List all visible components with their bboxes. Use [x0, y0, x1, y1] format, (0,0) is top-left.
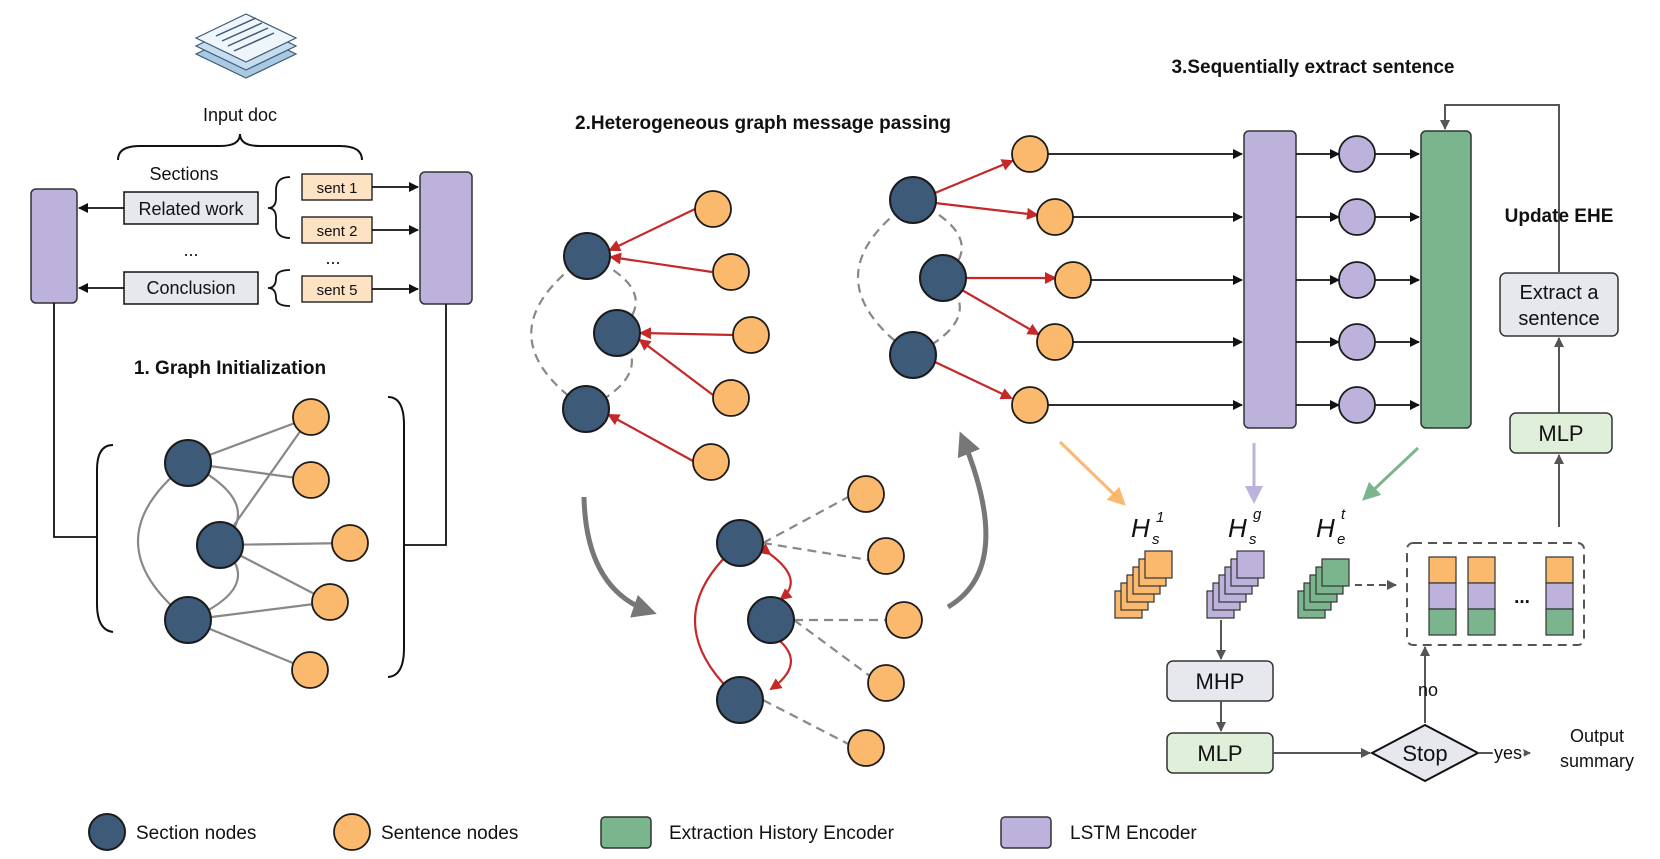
svg-text:H: H: [1316, 513, 1335, 543]
related-work-box: [123, 191, 259, 225]
input-brace: [117, 133, 363, 161]
document-icon: [194, 13, 298, 79]
legend-lstm: LSTM Encoder: [1070, 823, 1197, 844]
sections-label: Sections: [149, 164, 218, 184]
h-s1-stack: [1114, 550, 1173, 619]
conclusion-label: Conclusion: [146, 278, 235, 298]
stage2a-sentence-nodes: [692, 190, 770, 481]
legend-section-nodes: Section nodes: [136, 823, 256, 844]
svg-text:s: s: [1249, 531, 1257, 548]
svg-text:H: H: [1228, 513, 1247, 543]
svg-text:1: 1: [1156, 509, 1164, 526]
concat-column-2: [1467, 556, 1496, 636]
mhp-label: MHP: [1196, 669, 1245, 694]
stage-3-title: 3.Sequentially extract sentence: [1171, 57, 1454, 78]
stage3-lstm-encoder: [1243, 130, 1297, 429]
h-et-label: H e t: [1316, 506, 1346, 548]
svg-text:g: g: [1253, 506, 1262, 523]
stage-1-title: 1. Graph Initialization: [134, 358, 326, 379]
legend-section-node-icon: [88, 813, 126, 851]
stage1-sentence-nodes: [291, 398, 369, 689]
ellipsis-sentences: ...: [325, 248, 340, 268]
extract-label-line1: Extract a: [1520, 282, 1600, 304]
concat-column-3: [1545, 556, 1574, 636]
svg-text:e: e: [1337, 531, 1345, 548]
right-lstm-encoder: [419, 171, 473, 305]
related-work-label: Related work: [138, 199, 244, 219]
h-sg-label: H s g: [1228, 506, 1262, 548]
stage-2-title: 2.Heterogeneous graph message passing: [575, 113, 951, 134]
sent-1-label: sent 1: [317, 180, 358, 197]
stage2c-section-nodes: [889, 176, 967, 379]
svg-text:s: s: [1152, 531, 1160, 548]
concat-ellipsis: ...: [1514, 587, 1530, 608]
mlp-right-box: [1509, 412, 1613, 454]
update-ehe-label: Update EHE: [1505, 206, 1614, 227]
extract-sentence-box: [1499, 272, 1619, 337]
stage2a-section-nodes: [562, 232, 641, 433]
left-lstm-encoder: [30, 188, 78, 304]
extract-label-line2: sentence: [1518, 308, 1599, 330]
conclusion-box: [123, 271, 259, 305]
legend-ehe: Extraction History Encoder: [669, 823, 895, 844]
stage2c-sentence-nodes: [1011, 135, 1092, 424]
stage3-hidden-nodes: [1338, 135, 1376, 424]
no-label: no: [1418, 680, 1438, 700]
h-sg-stack: [1206, 550, 1265, 619]
legend-sentence-nodes: Sentence nodes: [381, 823, 518, 844]
h-s1-label: H s 1: [1131, 509, 1164, 548]
output-label-line2: summary: [1560, 751, 1634, 771]
input-doc-label: Input doc: [203, 105, 277, 125]
stage1-section-nodes: [164, 439, 244, 644]
sent-5-label: sent 5: [317, 282, 358, 299]
stage3-ehe-encoder: [1420, 130, 1472, 429]
legend-lstm-icon: [1000, 816, 1052, 849]
stop-label: Stop: [1402, 741, 1447, 766]
svg-text:H: H: [1131, 513, 1150, 543]
mlp-bottom-label: MLP: [1197, 741, 1242, 766]
ellipsis-sections: ...: [183, 240, 198, 260]
h-et-stack: [1297, 558, 1350, 619]
svg-text:t: t: [1341, 506, 1346, 523]
legend-ehe-icon: [600, 816, 652, 849]
stage2b-section-nodes: [716, 519, 795, 724]
concat-dashed-box: [1406, 542, 1585, 646]
output-label-line1: Output: [1570, 726, 1624, 746]
yes-label: yes: [1494, 743, 1522, 763]
legend-sentence-node-icon: [333, 813, 371, 851]
sent-2-label: sent 2: [317, 223, 358, 240]
stage2b-sentence-nodes: [847, 475, 923, 767]
concat-column-1: [1428, 556, 1457, 636]
mlp-right-label: MLP: [1538, 421, 1583, 446]
